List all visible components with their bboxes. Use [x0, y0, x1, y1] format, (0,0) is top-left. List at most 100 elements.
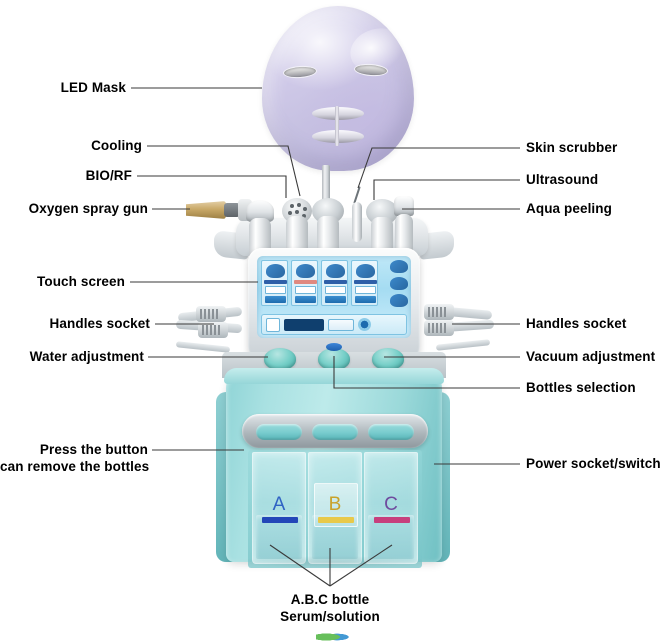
machine-shadow: [230, 556, 438, 568]
tray-side-right: [420, 230, 454, 260]
label-abc-bottle-line2: Serum/solution: [280, 609, 380, 624]
touch-screen-display[interactable]: [257, 256, 411, 338]
screen-bottom-bar[interactable]: [261, 314, 407, 335]
tile-button-2[interactable]: [295, 296, 316, 303]
leader-cooling: [147, 145, 301, 197]
bottles-selection-knob[interactable]: [318, 348, 350, 370]
label-power-socket: Power socket/switch: [526, 456, 661, 471]
bottle-c[interactable]: C: [364, 452, 418, 564]
label-bio-rf: BIO/RF: [85, 168, 132, 183]
ultrasound-handle-body: [371, 217, 393, 257]
tile-button-3[interactable]: [325, 296, 346, 303]
tile-button-4[interactable]: [355, 296, 376, 303]
brand-logo: [316, 631, 350, 643]
body-top-lip: [224, 368, 444, 384]
screen-mode-button[interactable]: [328, 318, 354, 331]
bottle-b-letter: B: [328, 494, 342, 515]
led-mask-eye-right: [353, 62, 389, 78]
machine-body: [226, 372, 442, 562]
handle-socket-left-plug-1: [196, 306, 226, 322]
cooling-handle-body: [286, 216, 308, 256]
bottle-release-button-c[interactable]: [368, 424, 414, 440]
skin-scrubber-tip: [353, 186, 361, 204]
spray-gun-grip: [238, 199, 252, 221]
label-press-button-line1: Press the button: [39, 442, 148, 457]
led-mask-eye-left: [282, 64, 318, 80]
mask-support-pole: [322, 165, 330, 235]
leader-bottles-selection: [333, 356, 520, 389]
aqua-peeling-head: [312, 198, 344, 224]
bottle-c-letter: C: [384, 494, 398, 515]
screen-tile-4[interactable]: [351, 260, 378, 306]
screen-tile-2[interactable]: [291, 260, 318, 306]
body-side-left: [216, 392, 242, 562]
led-mask-shell: [262, 6, 414, 171]
diagram-canvas: A B C: [0, 6, 661, 643]
screen-side-icon-2[interactable]: [390, 277, 408, 290]
handle-socket-left-plug-2: [198, 322, 228, 338]
label-handles-socket-left: Handles socket: [49, 316, 150, 331]
bottle-cavity: [248, 450, 422, 568]
cable-right-1: [425, 305, 493, 320]
gear-icon[interactable]: [358, 318, 371, 331]
leader-skin-scrubber: [357, 147, 520, 189]
label-touch-screen: Touch screen: [37, 274, 125, 289]
screen-timer-display: [284, 318, 324, 331]
vacuum-adjustment-knob[interactable]: [372, 348, 404, 370]
bio-rf-body: [249, 218, 271, 258]
tile-icon-2: [296, 264, 315, 278]
leader-ultrasound: [373, 179, 520, 200]
handle-socket-right-plug-1: [424, 304, 454, 320]
bottle-b[interactable]: B: [308, 452, 362, 564]
aqua-peeling-handle-body: [317, 216, 339, 256]
screen-function-tiles[interactable]: [261, 260, 378, 306]
water-adjustment-knob[interactable]: [264, 348, 296, 370]
bottle-a[interactable]: A: [252, 452, 306, 564]
tile-button-1[interactable]: [265, 296, 286, 303]
bottle-b-liquid: [312, 515, 358, 559]
label-abc-bottle-line1: A.B.C bottle: [290, 592, 370, 607]
screen-tile-1[interactable]: [261, 260, 288, 306]
label-handles-socket-right: Handles socket: [526, 316, 627, 331]
skin-scrubber-wand: [352, 202, 362, 242]
bottles-selection-knob-cap[interactable]: [326, 343, 342, 351]
bottle-a-label-strip: [262, 517, 298, 523]
tile-bar-2: [294, 280, 317, 284]
vacuum-adjust-cable: [435, 339, 491, 351]
cable-left-1: [177, 306, 243, 323]
label-cooling: Cooling: [91, 138, 142, 153]
label-led-mask: LED Mask: [60, 80, 126, 95]
ultrasound-head: [366, 199, 398, 225]
tile-icon-3: [326, 264, 345, 278]
screen-side-icons[interactable]: [390, 260, 408, 307]
knob-panel: [222, 352, 446, 378]
screen-tile-3[interactable]: [321, 260, 348, 306]
bottle-release-button-a[interactable]: [256, 424, 302, 440]
water-adjust-cable: [175, 341, 231, 353]
label-vacuum-adjustment: Vacuum adjustment: [526, 349, 656, 364]
tile-icon-1: [266, 264, 285, 278]
tile-bar-4: [354, 280, 377, 284]
spray-gun-nozzle: [186, 201, 226, 219]
screen-preset-icon[interactable]: [266, 317, 280, 332]
oxygen-spray-gun-graphic: [186, 199, 252, 221]
screen-side-icon-1[interactable]: [390, 260, 408, 273]
cable-right-2: [425, 319, 495, 334]
label-water-adjustment: Water adjustment: [29, 349, 144, 364]
bottle-a-liquid: [256, 515, 302, 559]
cooling-head: [282, 198, 312, 224]
led-mask-mouth-bridge: [335, 106, 339, 146]
extra-handpiece-body: [395, 214, 413, 254]
touch-screen-bezel: [248, 248, 420, 360]
bottle-b-inner-container: [314, 483, 358, 527]
bottle-release-button-b[interactable]: [312, 424, 358, 440]
label-skin-scrubber: Skin scrubber: [526, 140, 618, 155]
spray-gun-neck: [224, 203, 240, 217]
tile-value-3: [325, 286, 346, 294]
bottle-c-label-strip: [374, 517, 410, 523]
cable-left-2: [175, 319, 243, 334]
screen-side-icon-3[interactable]: [390, 294, 408, 307]
label-oxygen-spray-gun: Oxygen spray gun: [28, 201, 148, 216]
leader-bottle-a: [269, 544, 331, 587]
handle-socket-right-plug-2: [424, 320, 454, 336]
